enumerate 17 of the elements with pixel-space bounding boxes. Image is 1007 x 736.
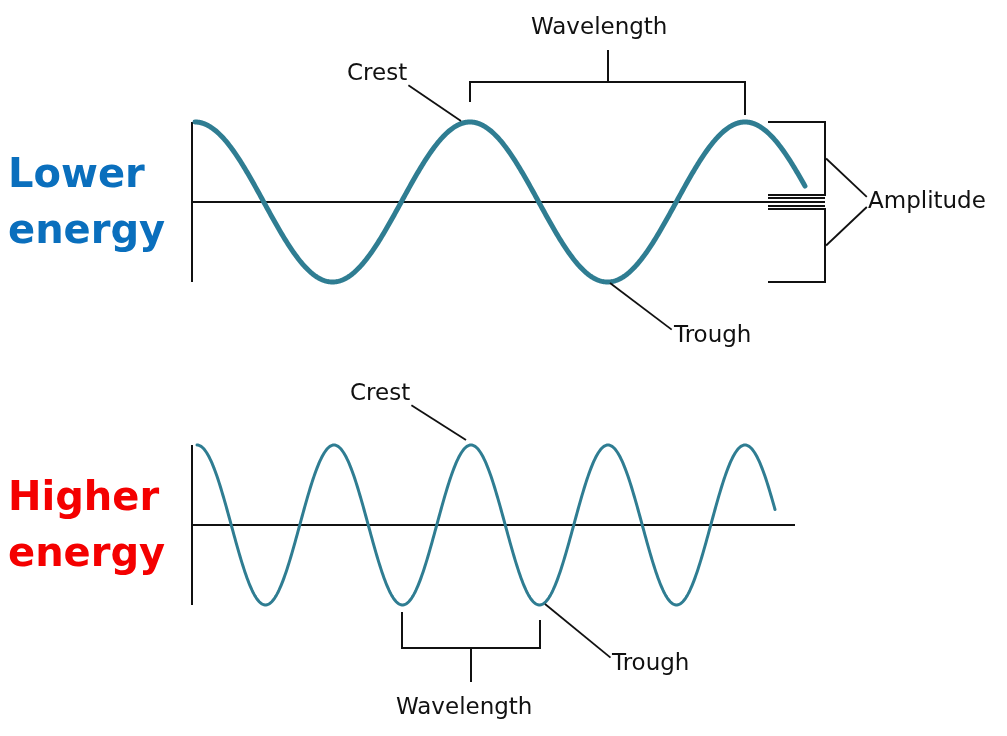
leader-line <box>825 206 868 247</box>
callout-label: Amplitude <box>868 188 986 214</box>
leader-line <box>609 282 673 331</box>
leader-line <box>410 404 467 441</box>
amplitude-bracket <box>767 208 826 283</box>
amplitude-bracket <box>767 121 826 196</box>
leader-line <box>407 84 462 122</box>
callout-label: Crest <box>347 60 408 86</box>
callout-label: Trough <box>612 650 690 676</box>
energy-heading: Lower energy <box>8 149 167 254</box>
dimension-label: Wavelength <box>396 694 533 720</box>
callout-label: Crest <box>350 380 411 406</box>
callout-label: Trough <box>674 322 752 348</box>
leader-line <box>825 157 868 198</box>
dimension-label: Wavelength <box>531 14 668 40</box>
energy-heading: Higher energy <box>8 472 167 577</box>
leader-line <box>544 603 612 659</box>
